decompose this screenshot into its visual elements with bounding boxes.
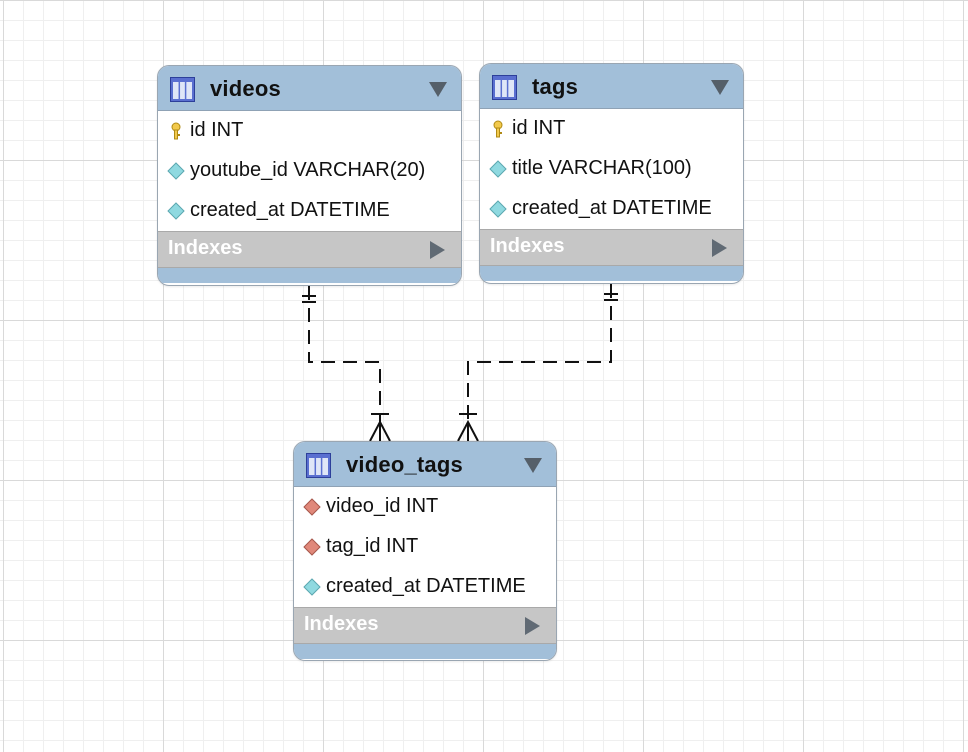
- table-header[interactable]: videos: [158, 66, 461, 111]
- column-diamond-icon: [303, 578, 321, 596]
- table-icon: [492, 75, 517, 100]
- column-label: id INT: [190, 119, 244, 141]
- table-name: videos: [210, 76, 281, 101]
- crowfoot-marker-video-tags-left: [369, 419, 391, 442]
- column-row[interactable]: created_at DATETIME: [294, 567, 556, 607]
- table-name: video_tags: [346, 452, 463, 477]
- table-header[interactable]: video_tags: [294, 442, 556, 487]
- column-list: id INT youtube_id VARCHAR(20) created_at…: [158, 111, 461, 231]
- column-row[interactable]: id INT: [480, 109, 743, 149]
- column-row[interactable]: video_id INT: [294, 487, 556, 527]
- expand-arrow-icon[interactable]: [712, 239, 727, 257]
- indexes-label: Indexes: [490, 235, 565, 257]
- column-row[interactable]: youtube_id VARCHAR(20): [158, 151, 461, 191]
- relationship-line-tags-video-tags[interactable]: [467, 284, 612, 440]
- relationship-line-videos-video-tags[interactable]: [308, 286, 381, 440]
- column-label: title VARCHAR(100): [512, 157, 692, 179]
- indexes-section[interactable]: Indexes: [480, 229, 743, 266]
- table-icon: [306, 453, 331, 478]
- column-diamond-icon: [489, 160, 507, 178]
- indexes-section[interactable]: Indexes: [294, 607, 556, 644]
- table-tags[interactable]: tags id INT title VARCHAR(100) created_a…: [479, 63, 744, 284]
- column-diamond-icon: [167, 162, 185, 180]
- table-footer: [294, 644, 556, 659]
- column-diamond-icon: [167, 202, 185, 220]
- column-label: video_id INT: [326, 495, 439, 517]
- crowfoot-marker-video-tags-right: [457, 419, 479, 442]
- column-list: id INT title VARCHAR(100) created_at DAT…: [480, 109, 743, 229]
- collapse-caret-icon[interactable]: [524, 458, 542, 473]
- primary-key-icon: [171, 122, 181, 140]
- table-header[interactable]: tags: [480, 64, 743, 109]
- column-row[interactable]: tag_id INT: [294, 527, 556, 567]
- indexes-label: Indexes: [304, 613, 379, 635]
- column-label: tag_id INT: [326, 535, 419, 557]
- column-label: youtube_id VARCHAR(20): [190, 159, 426, 181]
- foreign-key-icon: [303, 538, 321, 556]
- table-footer: [158, 268, 461, 283]
- column-label: created_at DATETIME: [326, 575, 526, 597]
- collapse-caret-icon[interactable]: [711, 80, 729, 95]
- indexes-label: Indexes: [168, 237, 243, 259]
- column-label: id INT: [512, 117, 566, 139]
- column-row[interactable]: created_at DATETIME: [480, 189, 743, 229]
- expand-arrow-icon[interactable]: [430, 241, 445, 259]
- column-row[interactable]: title VARCHAR(100): [480, 149, 743, 189]
- column-diamond-icon: [489, 200, 507, 218]
- column-label: created_at DATETIME: [190, 199, 390, 221]
- indexes-section[interactable]: Indexes: [158, 231, 461, 268]
- table-video-tags[interactable]: video_tags video_id INT tag_id INT creat…: [293, 441, 557, 661]
- column-row[interactable]: id INT: [158, 111, 461, 151]
- table-name: tags: [532, 74, 579, 99]
- column-row[interactable]: created_at DATETIME: [158, 191, 461, 231]
- column-list: video_id INT tag_id INT created_at DATET…: [294, 487, 556, 607]
- primary-key-icon: [493, 120, 503, 138]
- table-videos[interactable]: videos id INT youtube_id VARCHAR(20) cre…: [157, 65, 462, 286]
- expand-arrow-icon[interactable]: [525, 617, 540, 635]
- table-footer: [480, 266, 743, 281]
- foreign-key-icon: [303, 498, 321, 516]
- collapse-caret-icon[interactable]: [429, 82, 447, 97]
- column-label: created_at DATETIME: [512, 197, 712, 219]
- table-icon: [170, 77, 195, 102]
